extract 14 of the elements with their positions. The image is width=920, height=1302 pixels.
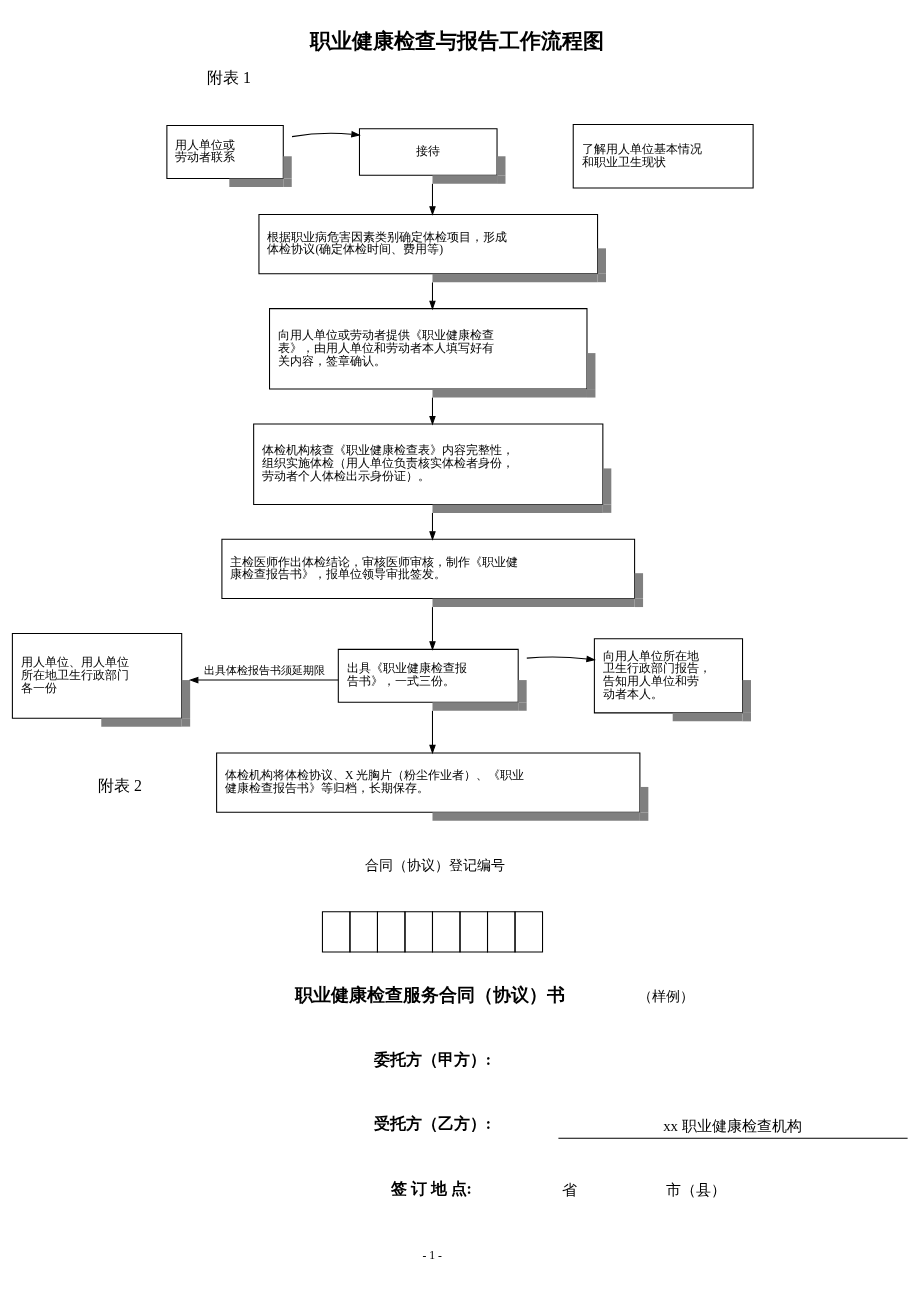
- label: 省: [562, 1181, 578, 1198]
- label: 附表 2: [98, 776, 143, 794]
- label: 附表 1: [207, 68, 251, 86]
- label: 合同（协议）登记编号: [364, 857, 505, 873]
- label: 受托方（乙方）:: [373, 1114, 492, 1132]
- label: - 1 -: [422, 1248, 442, 1262]
- label: 市（县）: [666, 1181, 727, 1198]
- edge-label: 出具体检报告书须延期限: [203, 664, 325, 676]
- label: 委托方（甲方）:: [373, 1050, 492, 1068]
- label: 职业健康检查服务合同（协议）书: [295, 984, 566, 1005]
- label: xx 职业健康检查机构: [663, 1117, 802, 1134]
- label: （样例）: [637, 988, 694, 1004]
- label: 签 订 地 点:: [390, 1179, 472, 1197]
- diagram-title: 职业健康检查与报告工作流程图: [309, 28, 604, 53]
